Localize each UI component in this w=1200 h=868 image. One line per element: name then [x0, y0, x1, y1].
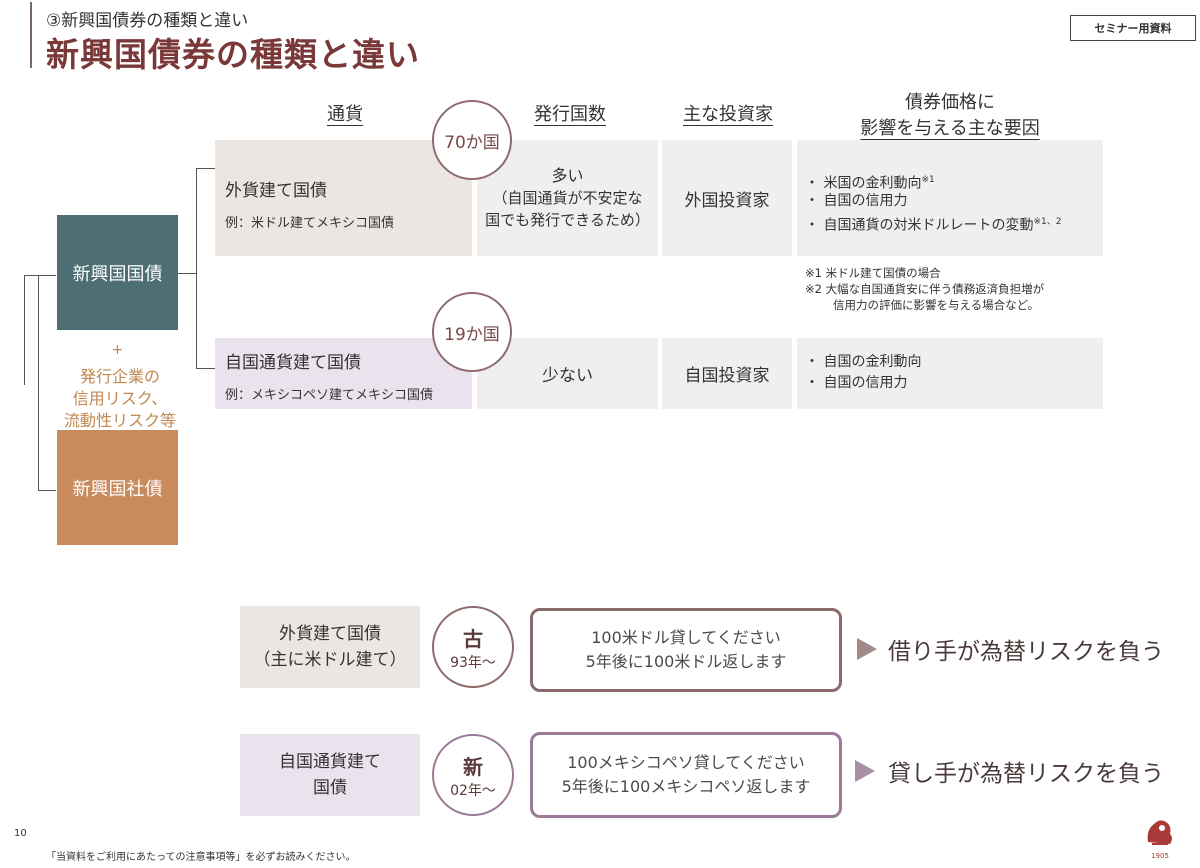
- bottom2-msg-line2: 5年後に100メキシコペソ返します: [561, 777, 811, 796]
- row1-example: 例：米ドル建てメキシコ国債: [225, 216, 395, 231]
- col-investors: 主な投資家: [683, 104, 773, 125]
- bottom2-year: 02年～: [450, 782, 496, 799]
- row2-currency-cell: 自国通貨建て国債 例：メキシコペソ建てメキシコ国債: [215, 338, 472, 409]
- bottom2-label-line1: 自国通貨建て: [279, 752, 381, 772]
- tree-gov-vertical: [196, 168, 197, 368]
- row1-factor1-sup: ※1: [921, 175, 935, 185]
- row2-factor2: ・ 自国の信用力: [805, 375, 908, 391]
- bottom1-year: 93年～: [450, 654, 496, 671]
- seminar-badge: セミナー用資料: [1070, 15, 1196, 41]
- row1-issuers-sub2: 国でも発行できるため）: [485, 211, 650, 229]
- row1-issuers-sub1: （自国通貨が不安定な: [492, 189, 643, 207]
- footnotes: ※1 米ドル建て国債の場合 ※2 大幅な自国通貨安に伴う債務返済負担増が 信用力…: [805, 265, 1044, 313]
- corp-risk-note: 発行企業の 信用リスク、 流動性リスク等: [50, 366, 190, 432]
- row2-investors-cell: 自国投資家: [662, 338, 792, 409]
- bottom2-era-circle: 新 02年～: [432, 734, 514, 816]
- bottom2-label: 自国通貨建て 国債: [240, 734, 420, 816]
- bottom1-era-circle: 古 93年～: [432, 606, 514, 688]
- bottom1-label-line2: （主に米ドル建て）: [253, 650, 407, 670]
- corp-bond-box: 新興国社債: [57, 430, 178, 545]
- company-logo: 1905: [1140, 812, 1180, 860]
- arrow-right-icon-2: [855, 760, 875, 782]
- disclaimer: 「当資料をご利用にあたっての注意事項等」を必ずお読みください。: [46, 852, 356, 863]
- bottom2-msg-line1: 100メキシコペソ貸してください: [567, 753, 805, 772]
- row1-factor2: ・ 自国の信用力: [805, 193, 908, 209]
- row1-factor1-text: 米国の金利動向: [823, 175, 922, 192]
- bottom2-message: 100メキシコペソ貸してください 5年後に100メキシコペソ返します: [530, 732, 842, 818]
- logo-year: 1905: [1151, 852, 1169, 860]
- row2-factor2-text: 自国の信用力: [823, 375, 908, 391]
- tree-branch-gov: [24, 275, 56, 276]
- corp-note-line1: 発行企業の: [79, 367, 160, 386]
- row1-country-count: 70か国: [432, 100, 512, 180]
- bottom1-message: 100米ドル貸してください 5年後に100米ドル返します: [530, 608, 842, 692]
- page-subtitle: ③新興国債券の種類と違い: [46, 11, 249, 31]
- col-issuers: 発行国数: [534, 104, 606, 125]
- row2-country-count: 19か国: [432, 292, 512, 372]
- tree-root-line: [24, 275, 25, 385]
- tree-gov-out: [178, 273, 196, 274]
- footnote-2: ※2 大幅な自国通貨安に伴う債務返済負担増が: [805, 282, 1045, 296]
- row1-factor3: ・ 自国通貨の対米ドルレートの変動※1、2: [805, 217, 1062, 234]
- row2-factor1-text: 自国の金利動向: [823, 354, 922, 370]
- plus-sign: +: [111, 342, 124, 358]
- bottom1-msg-line2: 5年後に100米ドル返します: [585, 652, 787, 671]
- bottom1-msg-line1: 100米ドル貸してください: [591, 628, 781, 647]
- row1-factor2-text: 自国の信用力: [823, 193, 908, 209]
- col-factors: 債券価格に 影響を与える主な要因: [800, 88, 1100, 140]
- footnote-2b: 信用力の評価に影響を与える場合など。: [833, 298, 1040, 312]
- row1-currency: 外貨建て国債: [225, 181, 327, 201]
- header-divider: [30, 2, 32, 68]
- corp-note-line3: 流動性リスク等: [63, 411, 176, 430]
- page-number: 10: [14, 828, 27, 839]
- row2-example: 例：メキシコペソ建てメキシコ国債: [225, 388, 434, 403]
- row2-factor1: ・ 自国の金利動向: [805, 354, 922, 370]
- col-factors-line1: 債券価格に: [905, 92, 995, 113]
- arrow-right-icon: [857, 638, 877, 660]
- bottom1-tag: 古: [463, 626, 483, 651]
- row1-factor3-text: 自国通貨の対米ドルレートの変動: [823, 217, 1034, 234]
- row1-issuers-cell: 多い （自国通貨が不安定な 国でも発行できるため）: [477, 140, 658, 256]
- row1-issuers-main: 多い: [551, 166, 584, 185]
- row2-currency: 自国通貨建て国債: [225, 353, 361, 373]
- corp-note-line2: 信用リスク、: [72, 389, 168, 408]
- tree-vertical: [38, 275, 39, 491]
- bottom2-label-line2: 国債: [313, 778, 347, 798]
- footnote-1: ※1 米ドル建て国債の場合: [805, 266, 941, 280]
- bottom2-tag: 新: [463, 754, 483, 779]
- gov-bond-box: 新興国国債: [57, 215, 178, 330]
- page-title: 新興国債券の種類と違い: [46, 35, 420, 74]
- bottom2-risk: 貸し手が為替リスクを負う: [888, 761, 1164, 787]
- row1-factors-cell: ・ 米国の金利動向※1 ・ 自国の信用力 ・ 自国通貨の対米ドルレートの変動※1…: [797, 140, 1103, 256]
- tree-row2-branch: [196, 368, 216, 369]
- row1-factor3-sup: ※1、2: [1033, 217, 1062, 227]
- tree-branch-corp: [38, 490, 56, 491]
- bottom1-label: 外貨建て国債 （主に米ドル建て）: [240, 606, 420, 688]
- row2-factors-cell: ・ 自国の金利動向 ・ 自国の信用力: [797, 338, 1103, 409]
- lion-crest-icon: [1147, 820, 1172, 845]
- bottom1-label-line1: 外貨建て国債: [279, 624, 381, 644]
- bottom1-risk: 借り手が為替リスクを負う: [888, 639, 1164, 665]
- col-factors-line2: 影響を与える主な要因: [860, 118, 1040, 139]
- row1-investors-cell: 外国投資家: [662, 140, 792, 256]
- row1-factor1: ・ 米国の金利動向※1: [805, 175, 935, 192]
- tree-row1-branch: [196, 168, 216, 169]
- row1-currency-cell: 外貨建て国債 例：米ドル建てメキシコ国債: [215, 140, 472, 256]
- col-currency: 通貨: [327, 104, 363, 125]
